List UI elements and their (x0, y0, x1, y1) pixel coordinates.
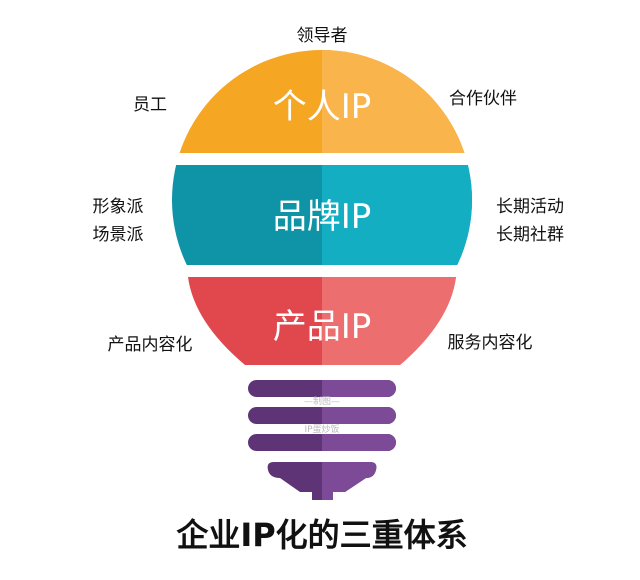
label-leader: 领导者 (297, 26, 348, 46)
label-employee: 员工 (133, 95, 167, 115)
personal-ip-label: 个人IP (273, 87, 372, 127)
watermark-line-2: IP蛋炒饭 (304, 423, 339, 435)
label-product-content: 产品内容化 (108, 335, 193, 355)
label-scene-school: 场景派 (93, 225, 144, 245)
watermark-line-1: —制图— (304, 395, 340, 407)
label-long-term-community: 长期社群 (496, 225, 564, 245)
label-service-content: 服务内容化 (448, 333, 533, 353)
label-partner: 合作伙伴 (449, 89, 517, 109)
personal-ip-segment (179, 50, 465, 153)
label-long-term-activity: 长期活动 (496, 197, 564, 217)
product-ip-label: 产品IP (273, 307, 372, 347)
product-ip-segment (188, 277, 456, 365)
label-image-school: 形象派 (93, 197, 144, 217)
brand-ip-label: 品牌IP (273, 197, 372, 237)
bulb-base: —制图— IP蛋炒饭 (248, 380, 396, 500)
diagram-title: 企业IP化的三重体系 (176, 516, 467, 554)
brand-ip-segment (172, 165, 472, 265)
